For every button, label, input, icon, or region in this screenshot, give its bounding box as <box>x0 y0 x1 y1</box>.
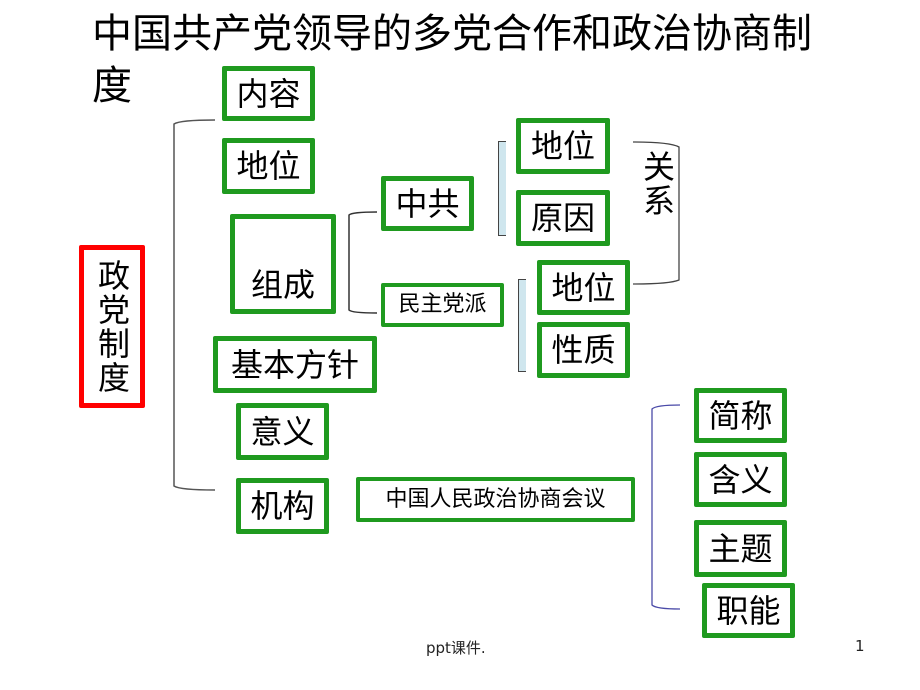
node-abbreviation: 简称 <box>694 388 787 443</box>
node-content: 内容 <box>222 66 315 121</box>
slide-title: 中国共产党领导的多党合作和政治协商制度 <box>92 11 812 109</box>
root-node-party-system: 政党制度 <box>79 245 145 408</box>
node-function: 职能 <box>702 583 795 638</box>
main-bracket <box>173 119 216 491</box>
page-number: 1 <box>855 637 865 655</box>
node-cpc: 中共 <box>381 176 474 231</box>
node-status: 地位 <box>222 138 315 194</box>
cppcc-bracket <box>651 404 681 610</box>
node-dp-status: 地位 <box>537 260 630 315</box>
dp-bracket-bar <box>518 279 526 372</box>
node-meaning: 含义 <box>694 452 787 507</box>
relation-label: 关系 <box>638 150 676 218</box>
node-cpc-status: 地位 <box>516 118 610 174</box>
node-democratic-parties: 民主党派 <box>381 283 504 327</box>
node-theme: 主题 <box>694 520 787 577</box>
node-composition: 组成 <box>230 214 336 314</box>
cpc-bracket-bar <box>498 141 506 236</box>
node-basic-policy: 基本方针 <box>213 336 377 393</box>
node-cpc-reason: 原因 <box>516 190 610 246</box>
root-label: 政党制度 <box>93 258 131 395</box>
footer-text: ppt课件. <box>426 639 486 657</box>
node-cppcc: 中国人民政治协商会议 <box>356 477 635 522</box>
node-significance: 意义 <box>236 403 329 460</box>
node-organ: 机构 <box>236 478 329 534</box>
node-dp-nature: 性质 <box>537 322 630 378</box>
composition-bracket <box>348 211 378 314</box>
